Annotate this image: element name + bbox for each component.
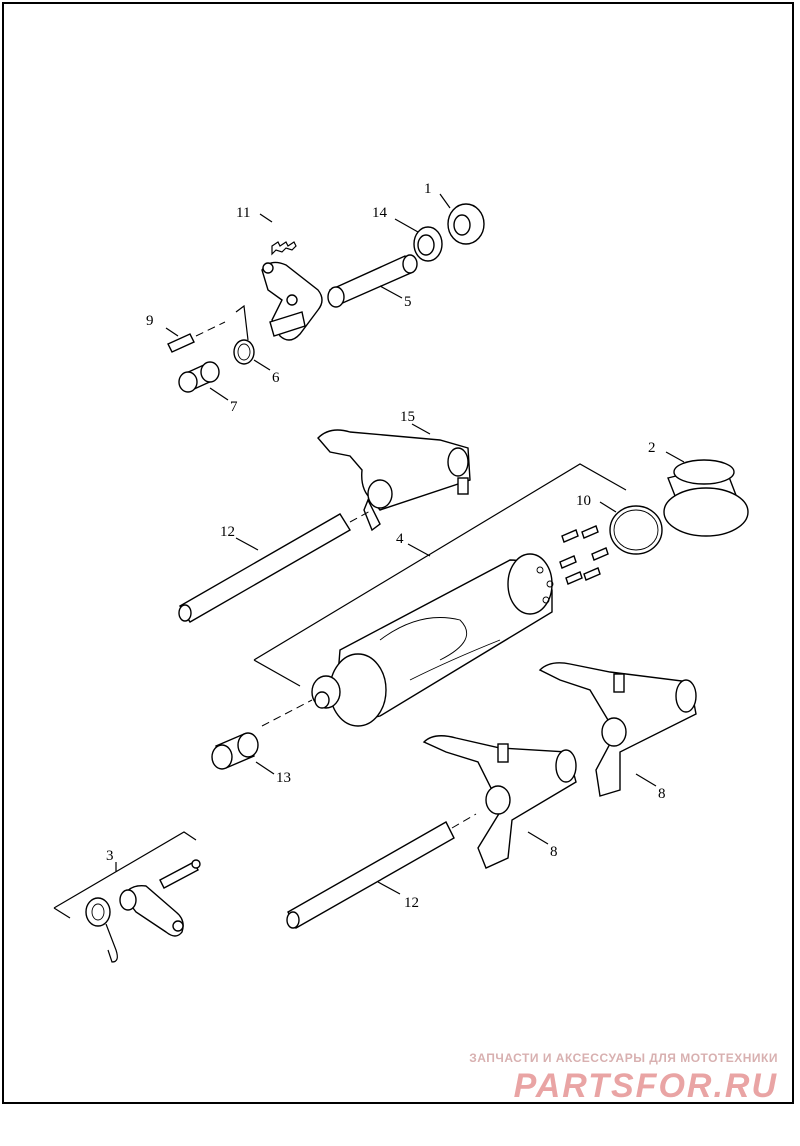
callout-12-lower: 12 <box>404 895 419 911</box>
callout-7: 7 <box>230 399 238 415</box>
part-3-shift-arm-assembly <box>53 831 201 963</box>
drawing-frame <box>2 2 794 1104</box>
callout-1: 1 <box>424 181 432 197</box>
drum-pins <box>559 525 609 585</box>
part-8-fork-left <box>422 735 577 869</box>
callout-10: 10 <box>576 493 591 509</box>
part-2-sleeve <box>663 451 749 537</box>
part-8-fork-right <box>538 662 697 797</box>
callout-2: 2 <box>648 440 656 456</box>
callout-13: 13 <box>276 770 291 786</box>
part-7-bushing <box>178 361 229 401</box>
watermark-logo: PARTSFOR.RU <box>513 1067 778 1105</box>
part-1-bearing <box>439 193 485 245</box>
callout-8-left: 8 <box>550 844 558 860</box>
part-12-fork-shaft-lower <box>286 813 477 929</box>
callout-15: 15 <box>400 409 415 425</box>
part-4-shift-drum <box>253 463 627 727</box>
callout-11: 11 <box>236 205 250 221</box>
part-5-shift-shaft <box>261 254 418 341</box>
part-9-pin <box>165 321 226 353</box>
part-15-shift-fork <box>317 423 471 532</box>
part-11-spring <box>259 213 297 256</box>
callout-5: 5 <box>404 294 412 310</box>
callout-6: 6 <box>272 370 280 386</box>
part-13-bushing <box>211 732 275 775</box>
part-10-snap-ring <box>599 501 663 555</box>
callout-8-right: 8 <box>658 786 666 802</box>
part-14-seal <box>394 218 443 262</box>
callout-14: 14 <box>372 205 388 221</box>
callout-12-upper: 12 <box>220 524 235 540</box>
part-12-fork-shaft-upper <box>178 509 373 623</box>
watermark: ЗАПЧАСТИ И АКСЕССУАРЫ ДЛЯ МОТОТЕХНИКИ PA… <box>469 1051 778 1106</box>
callout-9: 9 <box>146 313 154 329</box>
callout-3: 3 <box>106 848 114 864</box>
part-6-return-spring <box>233 304 271 371</box>
watermark-tagline: ЗАПЧАСТИ И АКСЕССУАРЫ ДЛЯ МОТОТЕХНИКИ <box>469 1051 778 1065</box>
callout-4: 4 <box>396 531 404 547</box>
